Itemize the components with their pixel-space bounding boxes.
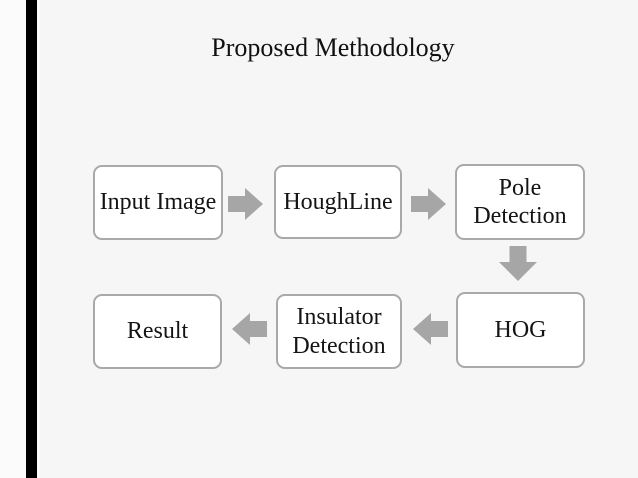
flow-node-label: Input Image (99, 189, 217, 216)
slide-title: Proposed Methodology (211, 33, 455, 62)
flow-node-insulator-detection: Insulator Detection (276, 294, 402, 369)
slide-left-margin (0, 0, 26, 478)
flow-node-pole-detection: Pole Detection (455, 164, 585, 240)
flow-node-label: Insulator Detection (292, 304, 386, 359)
flow-node-label: Pole Detection (473, 174, 567, 229)
accent-bar-gap (37, 0, 40, 478)
flow-node-label: HOG (494, 316, 547, 343)
arrow-left-icon (413, 313, 448, 345)
flow-node-result: Result (93, 294, 222, 369)
accent-bar (26, 0, 37, 478)
arrow-right-shape (228, 188, 263, 220)
arrow-down-shape (499, 246, 537, 281)
flow-node-label: HoughLine (283, 188, 393, 215)
flow-node-hog: HOG (456, 292, 585, 368)
arrow-left-shape (232, 313, 267, 345)
arrow-right-icon (228, 188, 263, 220)
arrow-right-icon (411, 188, 446, 220)
arrow-left-shape (413, 313, 448, 345)
flow-node-label: Result (126, 318, 189, 345)
flow-node-input-image: Input Image (93, 165, 223, 240)
arrow-right-shape (411, 188, 446, 220)
arrow-down-icon (499, 246, 537, 281)
arrow-left-icon (232, 313, 267, 345)
flow-node-houghline: HoughLine (274, 165, 402, 239)
